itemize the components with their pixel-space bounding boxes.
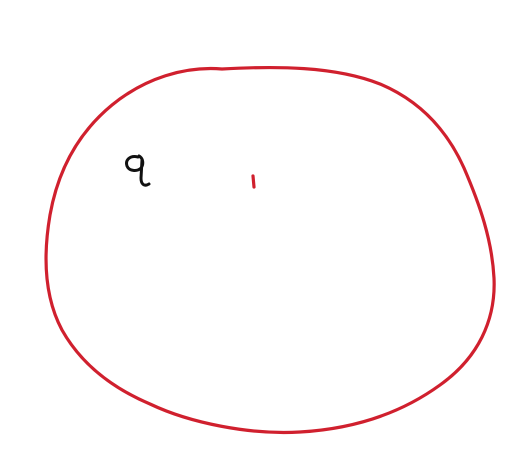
- closed-boundary: [44, 65, 496, 435]
- label-q: [125, 154, 151, 187]
- red-tick-mark: [251, 174, 256, 189]
